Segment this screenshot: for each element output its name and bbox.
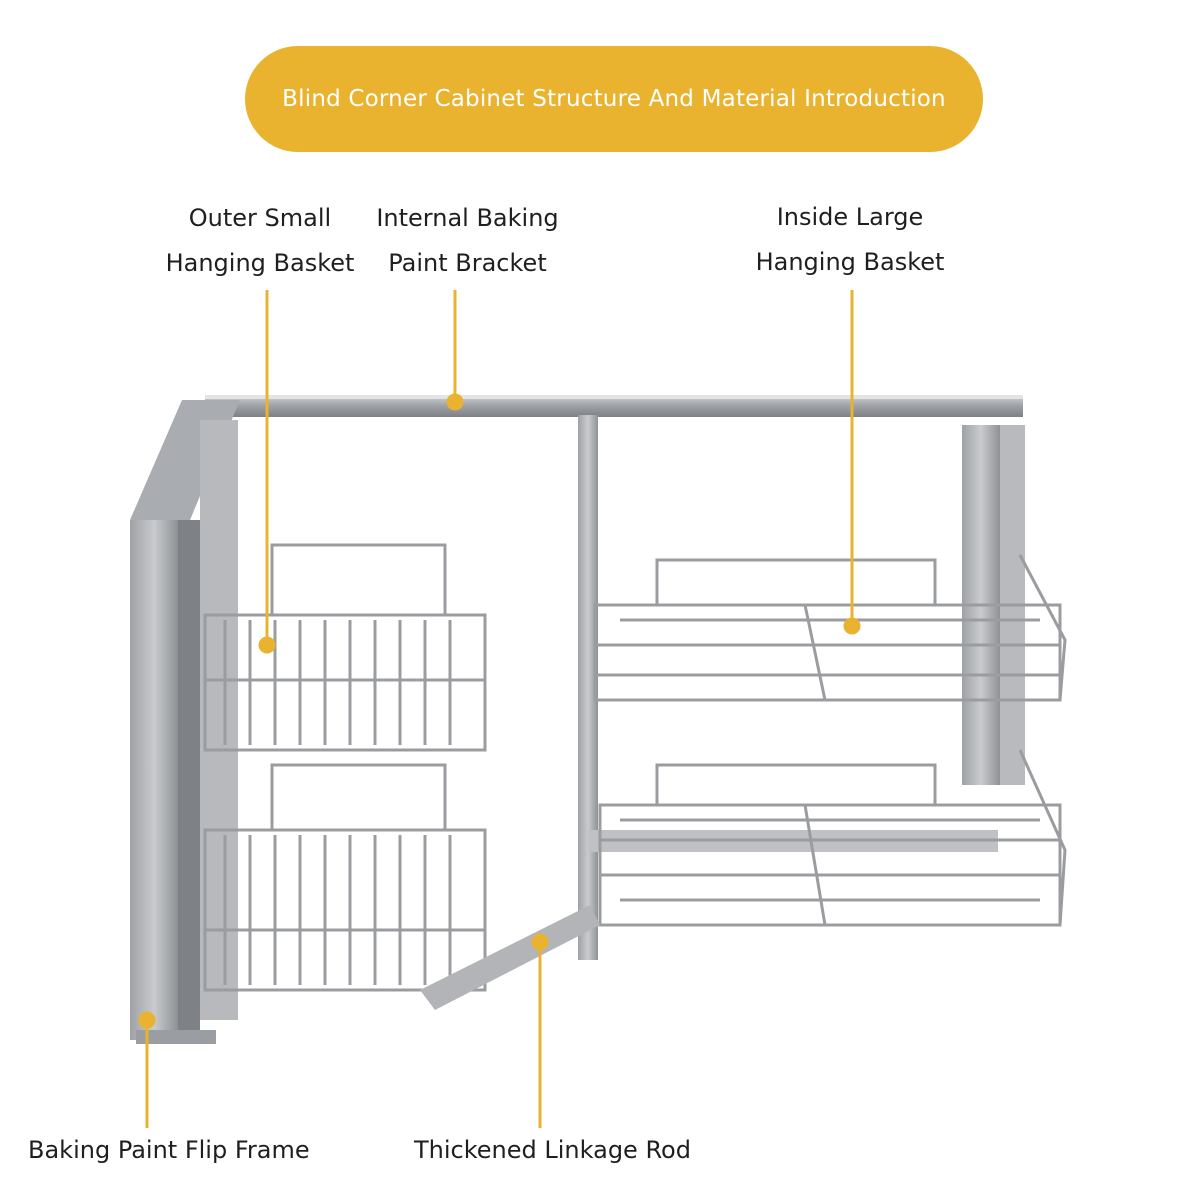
outer-small-basket-top bbox=[203, 543, 487, 752]
internal-bracket bbox=[578, 415, 1025, 960]
label-inside-large-basket-line1: Inside Large bbox=[776, 203, 924, 231]
label-outer-small-basket-line2: Hanging Basket bbox=[165, 249, 355, 277]
title-text: Blind Corner Cabinet Structure And Mater… bbox=[282, 86, 946, 112]
label-outer-small-basket: Outer Small Hanging Basket bbox=[150, 196, 370, 286]
label-outer-small-basket-line1: Outer Small bbox=[188, 204, 332, 232]
outer-small-basket-bottom bbox=[203, 763, 487, 992]
inside-large-basket-top bbox=[593, 554, 1067, 702]
label-internal-bracket: Internal Baking Paint Bracket bbox=[360, 196, 575, 286]
label-internal-bracket-line1: Internal Baking bbox=[376, 204, 559, 232]
label-inside-large-basket-line2: Hanging Basket bbox=[755, 248, 945, 276]
title-banner: Blind Corner Cabinet Structure And Mater… bbox=[245, 46, 983, 152]
label-linkage-rod: Thickened Linkage Rod bbox=[414, 1136, 691, 1164]
label-flip-frame: Baking Paint Flip Frame bbox=[28, 1136, 310, 1164]
label-inside-large-basket: Inside Large Hanging Basket bbox=[740, 195, 960, 285]
inside-large-basket-bottom bbox=[598, 749, 1067, 927]
top-rail bbox=[205, 395, 1023, 417]
label-internal-bracket-line2: Paint Bracket bbox=[388, 249, 547, 277]
callout-leaders bbox=[138, 290, 861, 1128]
linkage-rod bbox=[420, 905, 600, 1010]
